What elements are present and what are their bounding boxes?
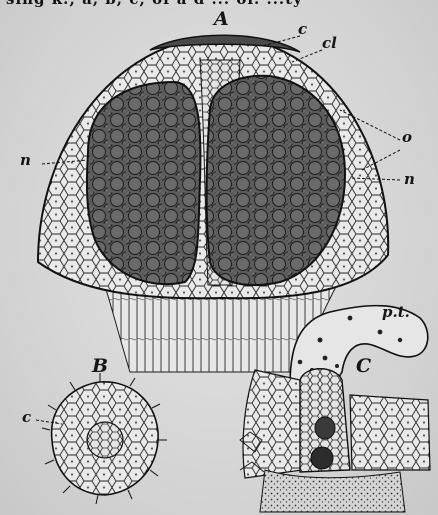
label-figure-a: A xyxy=(214,10,229,29)
label-o: o xyxy=(402,130,412,145)
label-n-left: n xyxy=(20,153,31,168)
left-spore-mass xyxy=(87,82,201,284)
label-c-left: c xyxy=(22,410,31,425)
egg-lower xyxy=(311,447,333,469)
label-pt: p.t. xyxy=(382,305,410,320)
pointer-cl xyxy=(292,50,322,62)
c-right-tissue xyxy=(350,395,430,470)
label-n-right: n xyxy=(404,172,415,187)
figure-b-cross-section xyxy=(36,373,167,504)
egg-upper xyxy=(315,417,335,439)
label-c-top: c xyxy=(298,22,307,37)
b-center xyxy=(87,422,123,458)
label-cl: cl xyxy=(322,36,337,51)
label-figure-b: B xyxy=(92,357,108,376)
label-figure-c: C xyxy=(356,357,371,376)
c-basal-tissue xyxy=(260,470,405,512)
